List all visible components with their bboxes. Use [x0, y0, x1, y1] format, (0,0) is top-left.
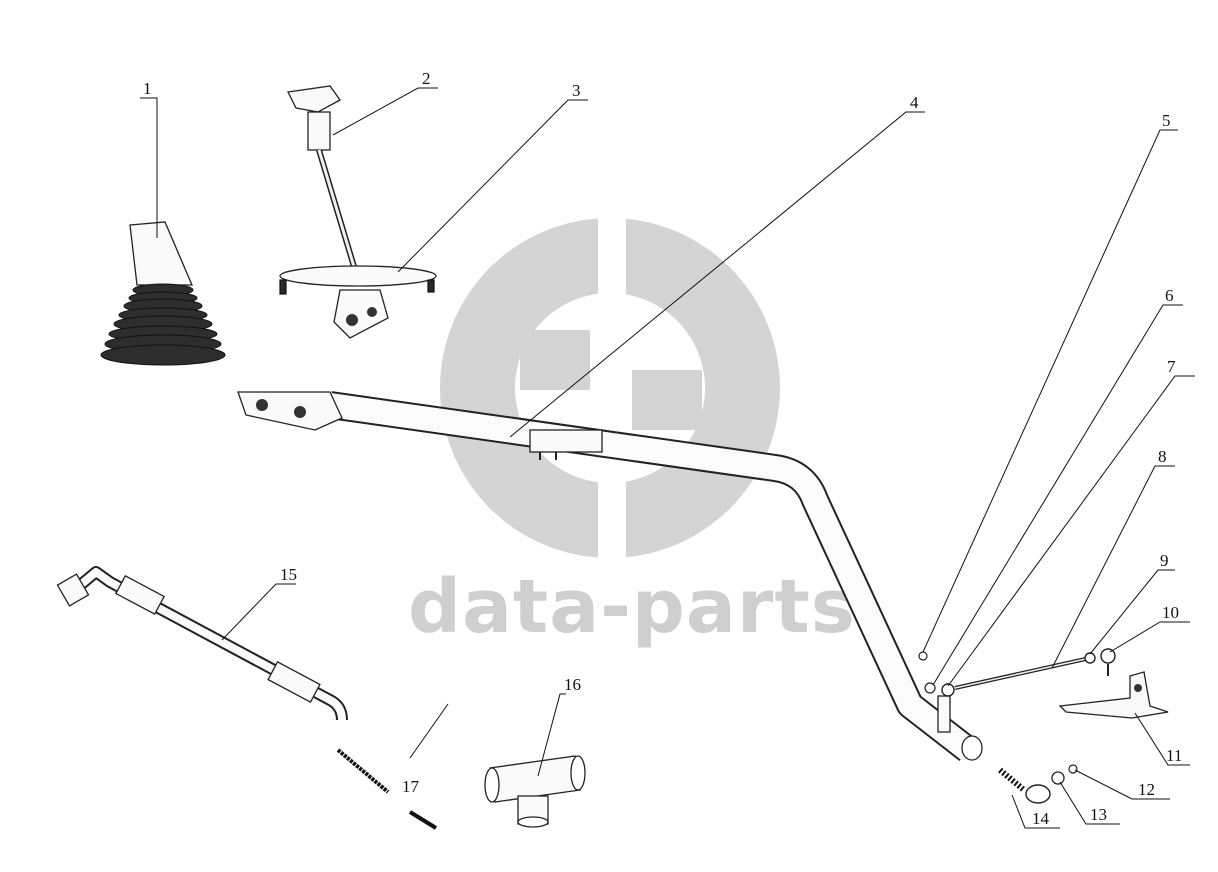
part-number-6: 6	[1165, 286, 1174, 305]
part-15-cable-tube	[56, 566, 348, 721]
leader-lines	[140, 87, 1195, 829]
part-14-ball-stud	[998, 767, 1051, 804]
part-12-cotter	[1068, 764, 1078, 774]
leader-15	[221, 583, 296, 641]
leader-14	[1011, 794, 1060, 829]
part-number-8: 8	[1158, 447, 1167, 466]
part-number-11: 11	[1166, 746, 1182, 765]
part-number-7: 7	[1167, 357, 1176, 376]
part-number-10: 10	[1162, 603, 1179, 622]
part-number-labels: 1 2 3 4 5 6 7 8 9 10 11 12 13 14 15 16 1…	[143, 69, 1182, 828]
part-number-13: 13	[1090, 805, 1107, 824]
leader-3	[397, 99, 588, 273]
part-number-2: 2	[422, 69, 431, 88]
leader-8	[1051, 465, 1175, 669]
part-number-15: 15	[280, 565, 297, 584]
part-3-lever-base	[279, 265, 437, 339]
part-6-washer	[924, 682, 936, 694]
leader-9	[1089, 569, 1175, 655]
part-number-9: 9	[1160, 551, 1169, 570]
part-7-ball-joint	[941, 683, 955, 697]
part-8-link-rod	[954, 656, 1091, 690]
part-2-gear-lever	[287, 85, 358, 271]
leader-12	[1074, 769, 1170, 800]
part-1-shift-boot	[100, 221, 226, 366]
leader-2	[332, 87, 438, 136]
leader-7	[947, 375, 1195, 687]
leader-17	[409, 703, 449, 759]
watermark-logo-bar	[598, 210, 626, 570]
leader-13	[1059, 781, 1120, 825]
part-4-shift-rod	[237, 391, 983, 762]
leader-1	[140, 97, 158, 238]
part-13-clip	[1051, 771, 1065, 785]
part-11-bracket	[1058, 671, 1169, 719]
part-number-17: 17	[402, 777, 420, 796]
part-number-4: 4	[910, 93, 919, 112]
leader-5	[922, 129, 1178, 653]
part-16-tee-fitting	[484, 755, 586, 828]
part-number-5: 5	[1162, 111, 1171, 130]
leader-4	[509, 111, 925, 438]
part-number-3: 3	[572, 81, 581, 100]
watermark-logo-stem-left	[520, 330, 590, 390]
leader-11	[1134, 712, 1190, 766]
part-number-16: 16	[564, 675, 581, 694]
leader-6	[932, 304, 1183, 686]
part-number-14: 14	[1032, 809, 1050, 828]
part-9-lock-nut	[1084, 652, 1096, 664]
watermark-logo-stem-right	[632, 370, 702, 430]
leader-16	[537, 693, 566, 777]
leader-10	[1109, 621, 1190, 653]
part-10-rod-end	[1100, 648, 1116, 676]
part-number-12: 12	[1138, 780, 1155, 799]
part-5-nut	[918, 651, 928, 661]
part-number-1: 1	[143, 79, 152, 98]
watermark-text: data-parts	[408, 564, 856, 650]
part-17-pin	[336, 748, 438, 830]
watermark: data-parts	[408, 210, 856, 650]
